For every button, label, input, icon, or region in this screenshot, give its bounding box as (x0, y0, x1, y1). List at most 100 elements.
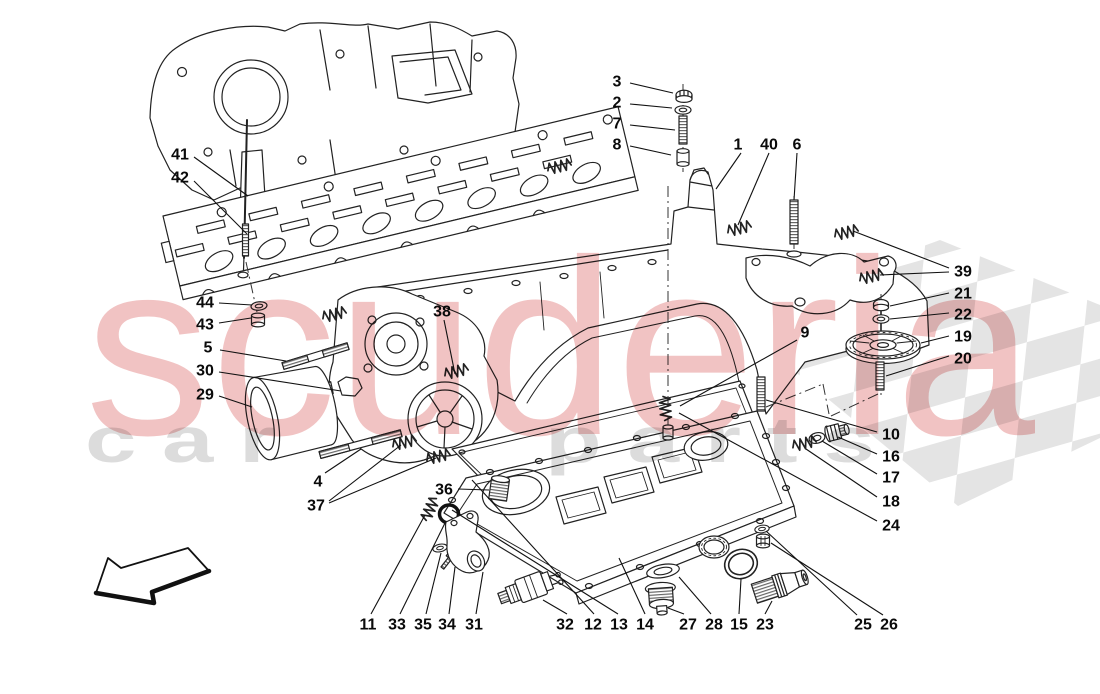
part-label-24: 24 (882, 518, 900, 535)
leader-line-36 (457, 488, 490, 491)
leader-line-41 (193, 156, 249, 197)
part-label-6: 6 (793, 137, 802, 154)
leader-line-26 (770, 542, 884, 616)
leader-line-29 (218, 395, 253, 408)
leader-line-43 (218, 317, 252, 324)
oil-pump-housing-drawing (316, 286, 499, 464)
part-label-18: 18 (882, 494, 900, 511)
part-label-19: 19 (954, 329, 972, 346)
leader-line-11 (370, 514, 426, 615)
baffle-plate-drawing (160, 106, 639, 301)
part-label-30: 30 (196, 363, 214, 380)
part-label-4: 4 (314, 474, 323, 491)
leader-line-12 (471, 479, 595, 615)
leader-line-5 (219, 349, 287, 362)
watermark-subtitle-left: c a r (85, 404, 275, 476)
part-label-31: 31 (465, 617, 483, 634)
leader-line-33 (399, 520, 447, 615)
part-label-14: 14 (636, 617, 654, 634)
part-label-40: 40 (760, 137, 778, 154)
leader-line-16 (837, 436, 878, 455)
leader-line-39 (852, 230, 950, 269)
leader-line-44 (218, 302, 253, 306)
leader-line-24 (678, 412, 878, 522)
part-label-15: 15 (730, 617, 748, 634)
leader-line-1 (715, 152, 742, 190)
leader-line-20 (885, 355, 950, 377)
leader-line-17 (821, 440, 878, 475)
leader-line-31 (475, 571, 484, 615)
part-label-20: 20 (954, 351, 972, 368)
part-label-27: 27 (679, 617, 697, 634)
oil-filter-drawing (244, 364, 339, 461)
leader-line-3 (629, 82, 674, 94)
part-label-32: 32 (556, 617, 574, 634)
leader-line-9 (679, 339, 798, 407)
leader-line-30 (218, 371, 342, 392)
part-label-28: 28 (705, 617, 723, 634)
part-label-34: 34 (438, 617, 456, 634)
leader-line-4 (324, 448, 362, 474)
leader-line-7 (629, 124, 676, 131)
part-label-2: 2 (613, 95, 622, 112)
leader-lines (193, 82, 950, 616)
watermark-subtitle-right: p a r t s (545, 404, 875, 476)
part-label-26: 26 (880, 617, 898, 634)
leader-line-34 (448, 566, 456, 615)
leader-line-35 (425, 552, 442, 615)
fasteners-and-fittings (237, 89, 921, 616)
watermark: scuderia c a r p a r t s (85, 208, 1036, 487)
leader-line-28 (678, 576, 712, 615)
oil-pan-and-gaskets-drawing (443, 380, 797, 605)
leader-line-14 (618, 557, 646, 615)
leader-line-23 (764, 600, 773, 615)
part-label-10: 10 (882, 427, 900, 444)
watermark-title: scuderia (85, 208, 1036, 487)
part-label-3: 3 (613, 74, 622, 91)
leader-line-42 (193, 180, 248, 235)
leader-line-37 (328, 444, 402, 502)
part-label-11: 11 (360, 617, 377, 634)
part-label-12: 12 (584, 617, 602, 634)
part-label-13: 13 (610, 617, 628, 634)
leader-line-8 (629, 145, 672, 156)
leader-line-27 (667, 607, 685, 615)
leader-line-19 (920, 335, 950, 344)
leader-line-15 (738, 578, 742, 615)
part-label-8: 8 (613, 137, 622, 154)
part-label-33: 33 (388, 617, 406, 634)
part-label-35: 35 (414, 617, 432, 634)
direction-arrow-icon (93, 547, 212, 606)
part-label-29: 29 (196, 387, 214, 404)
leader-line-25 (765, 530, 858, 616)
part-label-42: 42 (171, 170, 189, 187)
leader-line-32 (542, 599, 568, 615)
part-label-23: 23 (756, 617, 774, 634)
leader-line-38 (443, 319, 456, 375)
leader-line-13 (451, 509, 619, 615)
leader-line-39 (879, 271, 950, 276)
part-label-37: 37 (307, 498, 325, 515)
part-label-39: 39 (954, 264, 972, 281)
leader-line-40 (737, 152, 770, 226)
leader-line-18 (805, 448, 878, 498)
part-label-7: 7 (613, 116, 622, 133)
part-label-44: 44 (196, 295, 214, 312)
part-label-21: 21 (954, 286, 972, 303)
part-label-16: 16 (882, 449, 900, 466)
oil-sump-body-drawing (366, 167, 930, 415)
leader-line-37 (328, 457, 437, 504)
part-label-22: 22 (954, 307, 972, 324)
leader-line-10 (765, 399, 878, 433)
part-label-36: 36 (435, 482, 453, 499)
leader-line-21 (889, 292, 950, 307)
part-label-9: 9 (801, 325, 810, 342)
part-label-17: 17 (882, 470, 900, 487)
leader-line-22 (889, 312, 950, 320)
part-label-1: 1 (734, 137, 743, 154)
part-label-25: 25 (854, 617, 872, 634)
leader-line-2 (629, 103, 673, 109)
